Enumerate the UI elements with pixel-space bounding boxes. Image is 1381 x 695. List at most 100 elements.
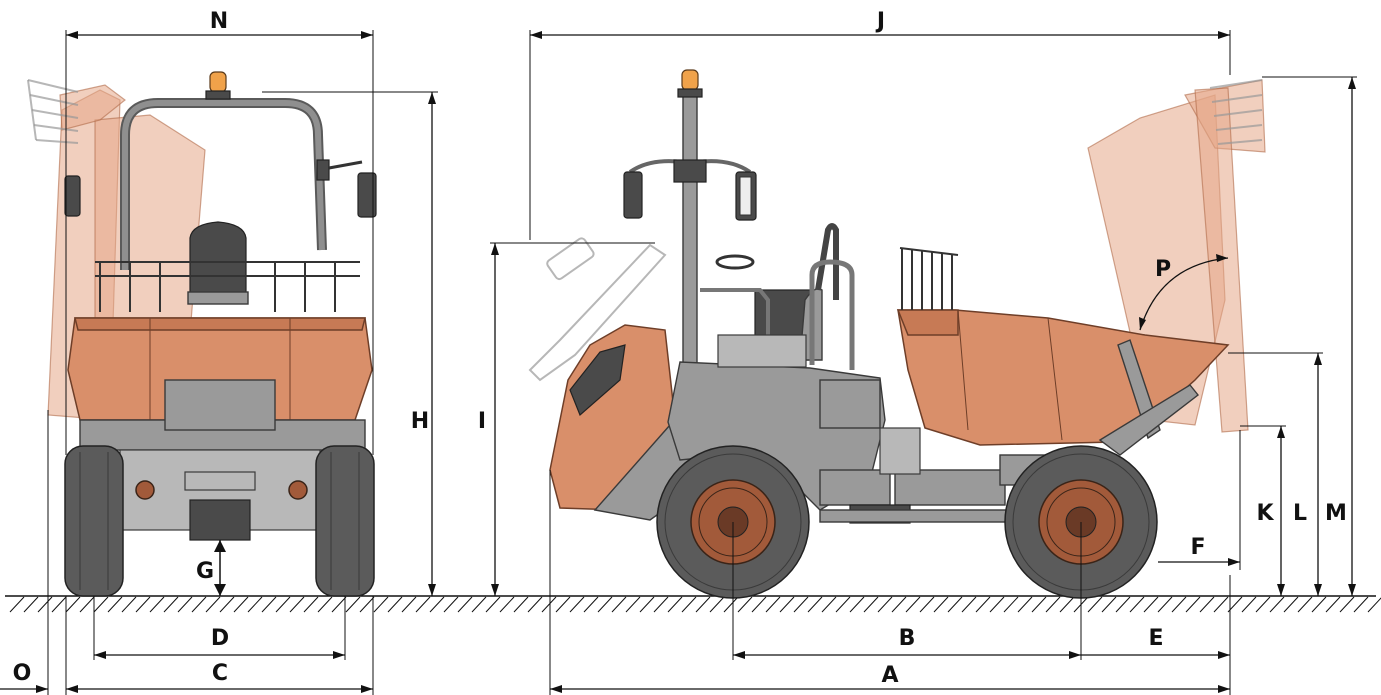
- hatch-line: [667, 596, 683, 613]
- hatch-line: [233, 596, 249, 613]
- hatch-line: [821, 596, 837, 613]
- hatch-line: [751, 596, 767, 613]
- hatch-line: [135, 596, 151, 613]
- hatch-line: [289, 596, 305, 613]
- hatch-line: [961, 596, 977, 613]
- hatch-line: [1311, 596, 1327, 613]
- hatch-line: [359, 596, 375, 613]
- hatch-line: [1059, 596, 1075, 613]
- dim-label-n: N: [210, 9, 228, 34]
- hatch-line: [1171, 596, 1187, 613]
- hatch-line: [191, 596, 207, 613]
- hatch-line: [471, 596, 487, 613]
- dim-label-a: A: [881, 663, 898, 688]
- hatch-line: [1031, 596, 1047, 613]
- dim-label-f: F: [1190, 535, 1205, 560]
- front-skip: [67, 317, 373, 421]
- hatch-line: [261, 596, 277, 613]
- dim-label-h: H: [411, 409, 429, 434]
- hatch-line: [401, 596, 417, 613]
- hatch-line: [331, 596, 347, 613]
- hatch-line: [527, 596, 543, 613]
- hatch-line: [499, 596, 515, 613]
- hatch-line: [639, 596, 655, 613]
- hatch-line: [919, 596, 935, 613]
- hatch-line: [863, 596, 879, 613]
- hatch-line: [457, 596, 473, 613]
- hatch-line: [1199, 596, 1215, 613]
- dim-label-b: B: [899, 626, 916, 651]
- front-view: [27, 71, 377, 597]
- side-view: [528, 69, 1266, 599]
- hatch-line: [1143, 596, 1159, 613]
- front-roll-bar: [64, 71, 377, 270]
- hatch-line: [9, 596, 25, 613]
- dim-label-e: E: [1148, 626, 1163, 651]
- hatch-line: [415, 596, 431, 613]
- hatch-line: [541, 596, 557, 613]
- hatch-line: [37, 596, 53, 613]
- hatch-line: [1101, 596, 1117, 613]
- dim-label-d: D: [211, 626, 229, 651]
- front-guard-rail: [95, 261, 360, 312]
- hatch-line: [23, 596, 39, 613]
- hatch-line: [1045, 596, 1061, 613]
- hatch-line: [1017, 596, 1033, 613]
- hatch-line: [1241, 596, 1257, 613]
- hatch-line: [121, 596, 137, 613]
- dim-label-o: O: [13, 661, 32, 686]
- dim-label-i: I: [478, 409, 486, 434]
- hatch-line: [247, 596, 263, 613]
- hatch-line: [429, 596, 445, 613]
- hatch-line: [1339, 596, 1355, 613]
- hatch-line: [79, 596, 95, 613]
- front-tires: [64, 445, 375, 597]
- hatch-line: [611, 596, 627, 613]
- dim-label-j: J: [875, 9, 885, 34]
- hatch-line: [345, 596, 361, 613]
- hatch-line: [93, 596, 109, 613]
- hatch-line: [443, 596, 459, 613]
- hatch-line: [485, 596, 501, 613]
- hatch-line: [975, 596, 991, 613]
- hatch-line: [807, 596, 823, 613]
- hatch-line: [765, 596, 781, 613]
- hatch-line: [317, 596, 333, 613]
- side-skip-guard: [899, 247, 959, 310]
- hatch-line: [149, 596, 165, 613]
- hatch-line: [737, 596, 753, 613]
- hatch-line: [877, 596, 893, 613]
- hatch-line: [597, 596, 613, 613]
- dimensions: N J H I G D C: [0, 9, 1357, 695]
- hatch-line: [51, 596, 67, 613]
- hatch-line: [387, 596, 403, 613]
- hatch-line: [681, 596, 697, 613]
- hatch-line: [275, 596, 291, 613]
- hatch-line: [779, 596, 795, 613]
- hatch-line: [849, 596, 865, 613]
- ground-hatching: [9, 596, 1381, 613]
- hatch-line: [625, 596, 641, 613]
- front-left-tire: [64, 445, 124, 597]
- hatch-line: [1353, 596, 1369, 613]
- front-chassis: [79, 379, 366, 596]
- hatch-line: [905, 596, 921, 613]
- dim-label-k: K: [1256, 501, 1274, 526]
- hatch-line: [163, 596, 179, 613]
- side-chassis: [667, 334, 1081, 524]
- front-beacon-icon: [209, 71, 227, 93]
- hatch-line: [1129, 596, 1145, 613]
- hatch-line: [205, 596, 221, 613]
- hatch-line: [933, 596, 949, 613]
- hatch-line: [653, 596, 669, 613]
- hatch-line: [555, 596, 571, 613]
- hatch-line: [709, 596, 725, 613]
- front-right-tire: [315, 445, 375, 597]
- hatch-line: [723, 596, 739, 613]
- hatch-line: [1115, 596, 1131, 613]
- hatch-line: [989, 596, 1005, 613]
- hatch-line: [1297, 596, 1313, 613]
- dim-label-c: C: [212, 661, 228, 686]
- hatch-line: [1003, 596, 1019, 613]
